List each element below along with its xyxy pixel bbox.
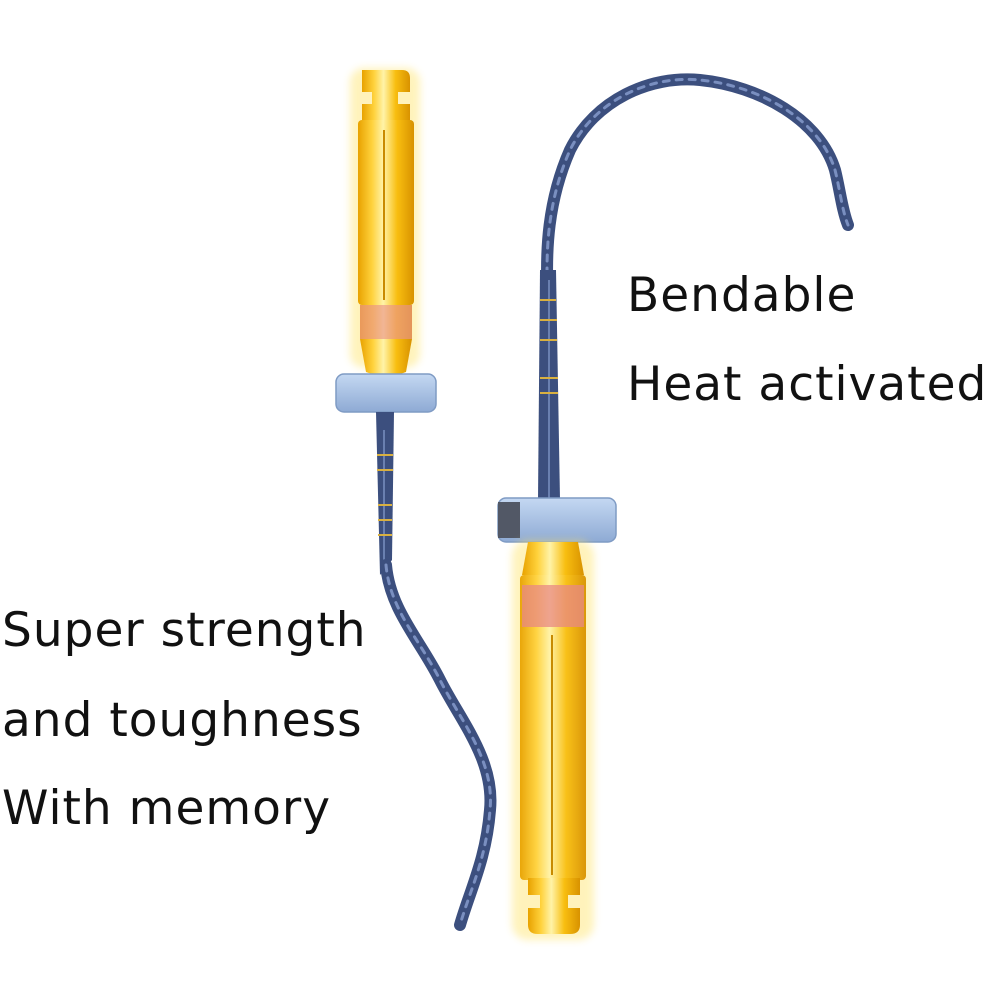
caption-and-toughness: and toughness xyxy=(2,693,363,748)
left-handle-latch xyxy=(362,70,410,122)
left-file-flute xyxy=(380,559,497,931)
caption-bendable: Bendable xyxy=(627,268,857,323)
left-rubber-stopper xyxy=(335,373,437,413)
right-endodontic-file xyxy=(497,73,854,940)
right-file-flute xyxy=(541,73,854,306)
caption-heat-activated: Heat activated xyxy=(627,357,988,412)
caption-with-memory: With memory xyxy=(2,781,332,836)
left-handle xyxy=(358,120,414,305)
left-endodontic-file xyxy=(335,68,497,931)
caption-super-strength: Super strength xyxy=(2,603,367,658)
right-handle-latch xyxy=(528,878,580,934)
